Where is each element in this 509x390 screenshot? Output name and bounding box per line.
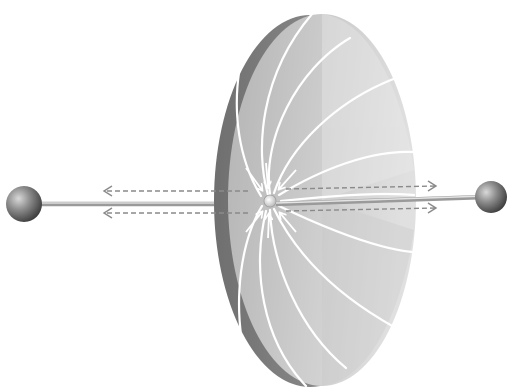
right-sphere — [475, 181, 507, 213]
left-sphere — [6, 186, 42, 222]
center-point — [264, 195, 276, 207]
